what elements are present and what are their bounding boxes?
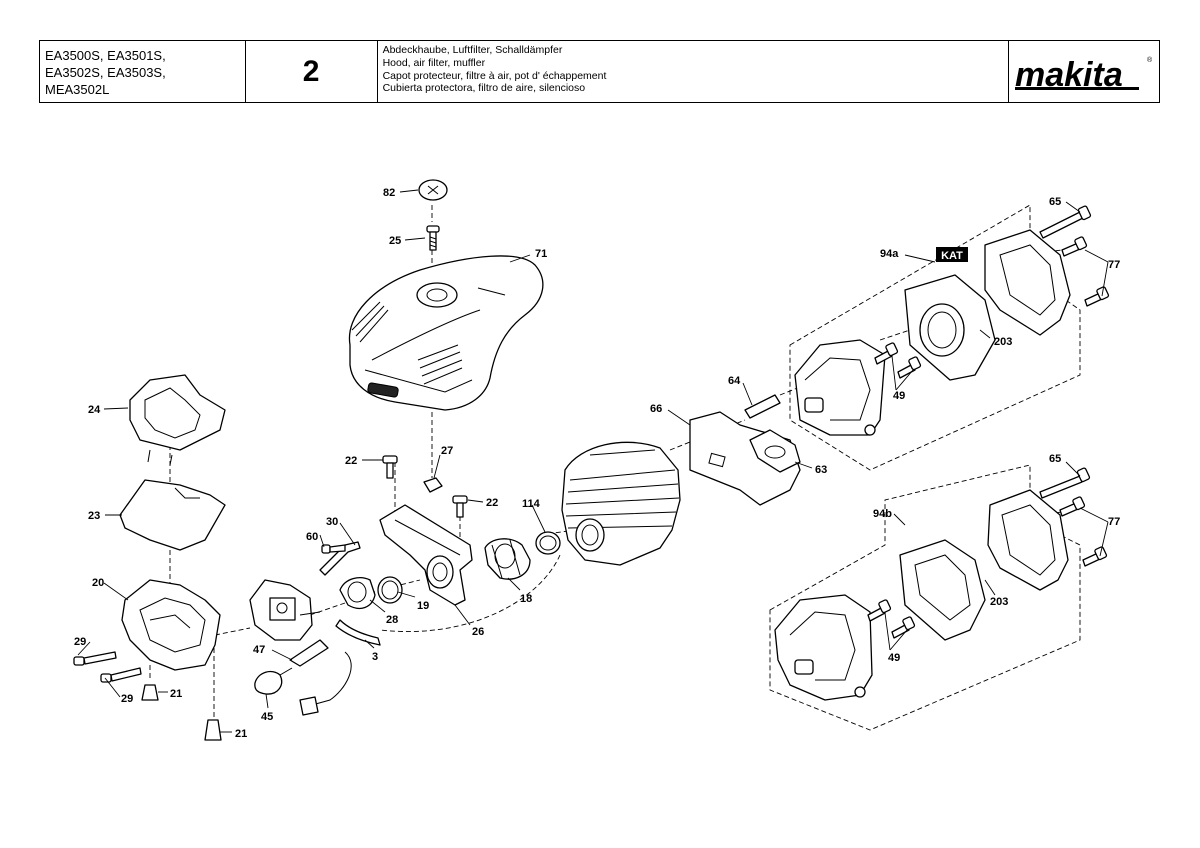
muffler-a-body <box>794 339 886 436</box>
title-es: Cubierta protectora, filtro de aire, sil… <box>382 82 586 95</box>
callout-64: 64 <box>728 375 741 387</box>
callout-20: 20 <box>92 577 104 589</box>
callout-25: 25 <box>389 235 401 247</box>
callout-203-top: 203 <box>994 336 1012 348</box>
part-18-intake <box>484 538 531 580</box>
kat-badge: KAT <box>936 247 968 262</box>
part-22-screws <box>382 455 468 518</box>
callout-29-top: 29 <box>74 636 86 648</box>
muffler-b-body <box>774 594 873 701</box>
callout-203-bottom: 203 <box>990 596 1008 608</box>
callout-49-top: 49 <box>893 390 905 402</box>
callout-21-top: 21 <box>170 688 182 700</box>
part-24-filter-frame <box>129 374 226 466</box>
carburetor <box>249 579 321 641</box>
callout-65-top: 65 <box>1049 196 1061 208</box>
callout-29-bottom: 29 <box>121 693 133 705</box>
callout-27: 27 <box>441 445 453 457</box>
section-titles: Abdeckhaube, Luftfilter, Schalldämpfer H… <box>378 41 1009 102</box>
model-line-3: MEA3502L <box>45 82 110 97</box>
callout-22-left: 22 <box>345 455 357 467</box>
callout-94a: 94a <box>880 248 899 260</box>
callout-71: 71 <box>535 248 547 260</box>
callout-77-bottom: 77 <box>1108 516 1120 528</box>
muffler-a-frame <box>904 274 996 381</box>
callout-45: 45 <box>261 711 273 723</box>
title-block: EA3500S, EA3501S, EA3502S, EA3503S, MEA3… <box>39 40 1160 103</box>
part-23-filter <box>119 479 226 551</box>
part-29-screws <box>73 651 142 683</box>
part-82-plug <box>418 179 448 201</box>
callout-22-right: 22 <box>486 497 498 509</box>
callout-66: 66 <box>650 403 662 415</box>
part-20-filter-base <box>121 579 221 671</box>
part-28-flange <box>339 577 376 609</box>
part-3-hose <box>335 619 381 646</box>
part-64-pin <box>744 394 781 419</box>
callout-114: 114 <box>522 498 541 510</box>
part-71-hood <box>348 255 544 411</box>
part-25-screw <box>426 225 440 251</box>
makita-logo-mark: makita ® <box>1015 56 1153 94</box>
callout-65-bottom: 65 <box>1049 453 1061 465</box>
callout-63: 63 <box>815 464 827 476</box>
title-en: Hood, air filter, muffler <box>382 56 486 69</box>
callout-60: 60 <box>306 531 318 543</box>
callout-19: 19 <box>417 600 429 612</box>
model-line-2: EA3502S, EA3503S, <box>45 65 166 80</box>
part-60-screw <box>321 544 346 554</box>
part-63-gasket <box>749 429 801 473</box>
registered-mark: ® <box>1147 56 1153 64</box>
callout-18: 18 <box>520 593 532 605</box>
cylinder <box>561 441 681 566</box>
callout-28: 28 <box>386 614 398 626</box>
muffler-b-frame <box>899 539 986 641</box>
callout-30: 30 <box>326 516 338 528</box>
part-21-feet <box>141 684 222 741</box>
callout-3: 3 <box>372 651 378 663</box>
title-de: Abdeckhaube, Luftfilter, Schalldämpfer <box>382 44 563 56</box>
page-number: 2 <box>246 41 378 102</box>
callout-49-bottom: 49 <box>888 652 900 664</box>
muffler-b-cap <box>987 489 1069 591</box>
part-47-lever <box>289 639 329 667</box>
callout-94b: 94b <box>873 508 892 520</box>
callout-82: 82 <box>383 187 395 199</box>
kat-badge-label: KAT <box>941 250 963 262</box>
model-list: EA3500S, EA3501S, EA3502S, EA3503S, MEA3… <box>40 41 246 102</box>
callout-26: 26 <box>472 626 484 638</box>
callout-labels: 82 25 71 24 23 20 29 29 21 21 22 22 27 3… <box>74 187 1120 740</box>
title-fr: Capot protecteur, filtre à air, pot d' é… <box>382 69 607 82</box>
callout-47: 47 <box>253 644 265 656</box>
part-26-mount-plate <box>379 504 473 606</box>
callout-24: 24 <box>88 404 101 416</box>
callout-23: 23 <box>88 510 100 522</box>
muffler-a-cap <box>984 229 1071 336</box>
leader-lines <box>77 189 1109 733</box>
makita-logo: makita ® <box>1009 41 1159 102</box>
part-19-ring <box>377 576 403 604</box>
callout-21-bottom: 21 <box>235 728 247 740</box>
model-line-1: EA3500S, EA3501S, <box>45 48 166 63</box>
part-45-primer <box>254 667 293 695</box>
fuel-line <box>299 651 352 716</box>
part-114-ring <box>535 531 561 555</box>
exploded-parts-diagram: KAT 82 25 71 24 23 20 29 29 21 21 22 22 … <box>73 179 1120 741</box>
callout-77-top: 77 <box>1108 259 1120 271</box>
part-27-nut <box>423 477 443 493</box>
muffler-screws <box>867 205 1110 639</box>
